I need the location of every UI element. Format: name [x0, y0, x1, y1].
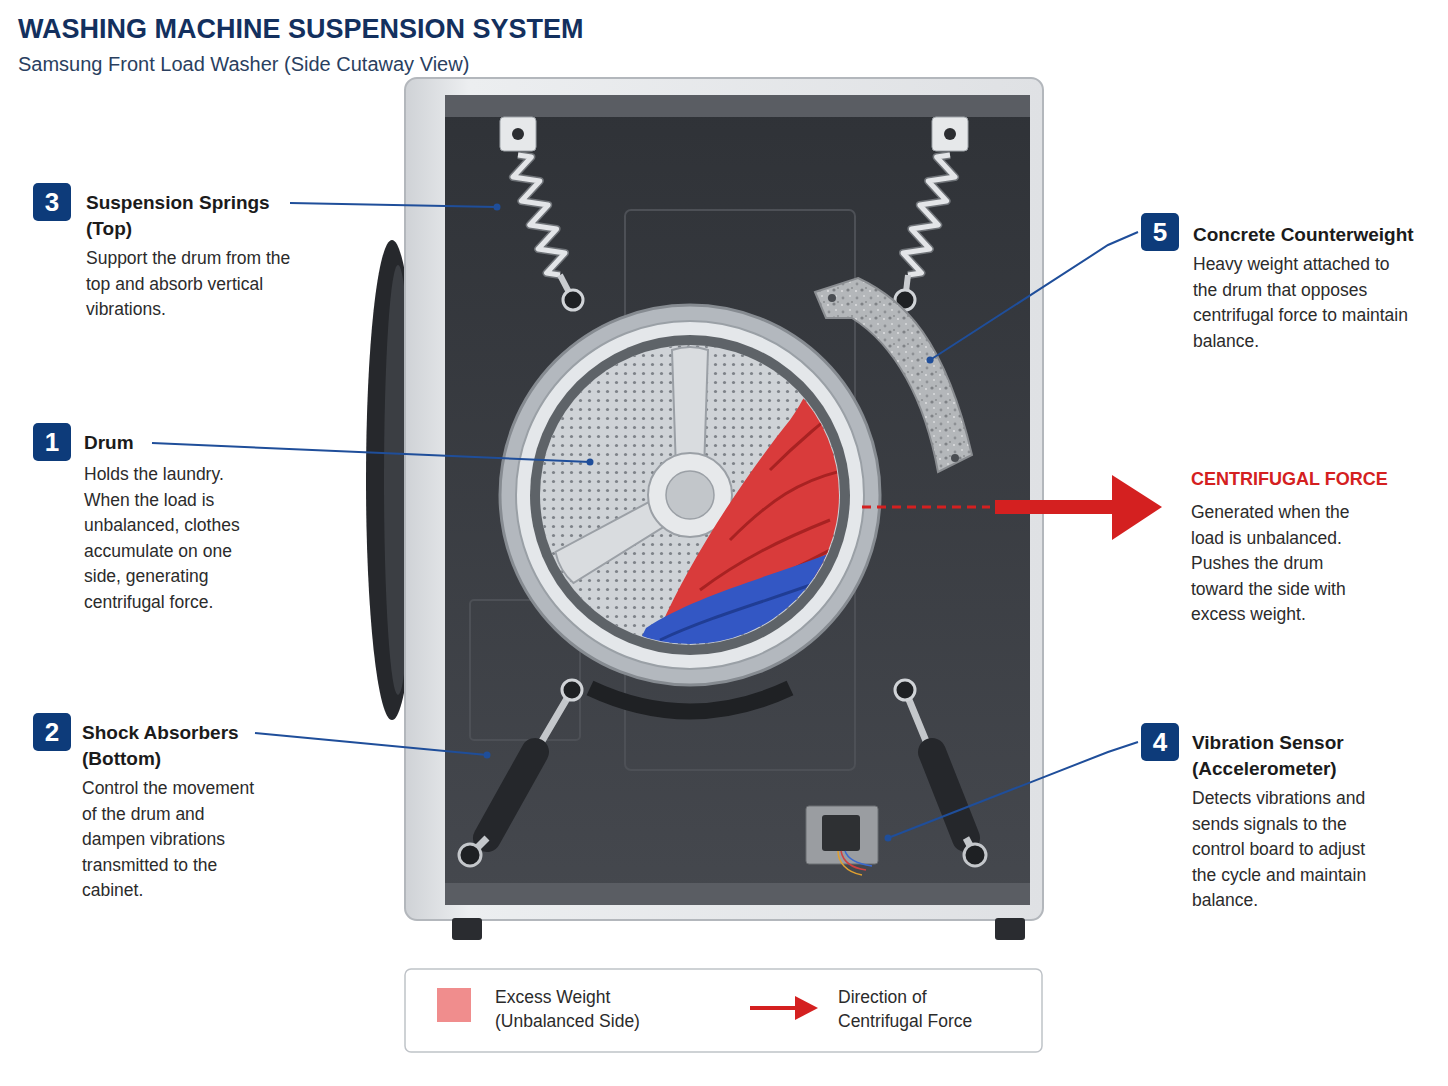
spring-shadow: [903, 155, 955, 275]
legend-frame: [405, 969, 1042, 1052]
callout-badge: 3: [33, 183, 71, 221]
part-heading: Suspension Springs (Top): [86, 190, 286, 242]
legend-entry: Excess Weight (Unbalanced Side): [495, 985, 670, 1033]
legend-text: Excess Weight (Unbalanced Side): [495, 985, 670, 1033]
legend-text: Direction of Centrifugal Force: [838, 985, 1003, 1033]
label-block: Suspension Springs (Top): [86, 190, 286, 242]
top-frame: [445, 95, 1030, 117]
concrete-counterweight: [815, 278, 972, 472]
callout-number: 1: [45, 427, 59, 457]
suspension-spring: [903, 155, 955, 275]
leader-line: [152, 443, 590, 462]
subtitle: Samsung Front Load Washer (Side Cutaway …: [18, 51, 469, 77]
callout-number: 4: [1153, 727, 1167, 757]
part-heading: Vibration Sensor (Accelerometer): [1192, 730, 1392, 782]
damper-eye: [459, 844, 481, 866]
laundry: [610, 350, 862, 700]
legend-entry: Direction of Centrifugal Force: [838, 985, 1003, 1033]
spring-shadow: [513, 155, 565, 275]
shock-absorber: [932, 752, 966, 838]
leader-lines: [152, 203, 1138, 838]
tub: [500, 305, 880, 685]
leader-dot: [587, 459, 594, 466]
bottom-frame: [445, 883, 1030, 905]
laundry-fold: [660, 570, 850, 660]
bolt: [951, 454, 959, 462]
spoke: [672, 347, 708, 470]
vibration-sensor: [822, 815, 860, 851]
part-description: Holds the laundry. When the load is unba…: [84, 462, 269, 615]
legend-arrow-line: [750, 1006, 798, 1010]
leader-line: [290, 203, 497, 207]
callout-badge: 5: [1141, 213, 1179, 251]
mount-hole: [944, 128, 956, 140]
force-description: Generated when the load is unbalanced. P…: [1191, 500, 1373, 628]
callout-badge: 2: [33, 713, 71, 751]
shock-absorber: [487, 752, 535, 838]
spring-mount: [932, 117, 968, 151]
cabinet-cavity: [445, 95, 1030, 905]
part-description: Heavy weight attached to the drum that o…: [1193, 252, 1415, 354]
part-description: Support the drum from the top and absorb…: [86, 246, 301, 323]
force-dashed-line: [862, 506, 990, 509]
callout-number: 3: [45, 187, 59, 217]
suspension-spring: [513, 155, 565, 275]
part-heading: Shock Absorbers (Bottom): [82, 720, 262, 772]
part-description: Detects vibrations and sends signals to …: [1192, 786, 1387, 914]
callout-number: 2: [45, 717, 59, 747]
sensor-wire: [838, 851, 862, 875]
force-arrow: [995, 475, 1162, 540]
leader-line: [930, 232, 1138, 360]
callout-badge: 4: [1141, 723, 1179, 761]
part-description: Control the movement of the drum and dam…: [82, 776, 272, 904]
leader-line: [888, 742, 1138, 838]
damper-eye: [562, 680, 582, 700]
label-block: Holds the laundry. When the load is unba…: [84, 462, 269, 615]
label-block: Concrete Counterweight: [1193, 222, 1438, 248]
hose: [590, 688, 790, 712]
sensor-wire: [845, 851, 872, 866]
label-block: Vibration Sensor (Accelerometer): [1192, 730, 1392, 782]
cabinet: [405, 78, 1043, 920]
callout-badge: 1: [33, 423, 71, 461]
label-block: Control the movement of the drum and dam…: [82, 776, 272, 904]
title: WASHING MACHINE SUSPENSION SYSTEM: [18, 13, 584, 45]
leader-dot: [484, 752, 491, 759]
damper-eye: [895, 680, 915, 700]
spring-mount: [500, 117, 536, 151]
label-block: Generated when the load is unbalanced. P…: [1191, 500, 1373, 628]
part-heading: Drum: [84, 430, 204, 456]
label-block: CENTRIFUGAL FORCE: [1191, 467, 1421, 491]
mount-hole: [512, 128, 524, 140]
label-block: Heavy weight attached to the drum that o…: [1193, 252, 1415, 354]
spring-eye: [563, 290, 583, 310]
damper-eye: [964, 844, 986, 866]
leader-dot: [494, 204, 501, 211]
label-block: Support the drum from the top and absorb…: [86, 246, 301, 323]
label-block: Detects vibrations and sends signals to …: [1192, 786, 1387, 914]
leader-dot: [927, 357, 934, 364]
title-block: WASHING MACHINE SUSPENSION SYSTEM: [18, 13, 584, 45]
legend-arrow-head: [795, 996, 818, 1020]
hub-center: [666, 471, 714, 519]
force-heading: CENTRIFUGAL FORCE: [1191, 467, 1421, 491]
subtitle-block: Samsung Front Load Washer (Side Cutaway …: [18, 51, 469, 77]
legend-swatch: [437, 988, 471, 1022]
leader-dot: [885, 835, 892, 842]
foot: [995, 918, 1025, 940]
label-block: Drum: [84, 430, 204, 456]
foot: [452, 918, 482, 940]
laundry-blue: [610, 540, 862, 700]
part-heading: Concrete Counterweight: [1193, 222, 1438, 248]
callout-number: 5: [1153, 217, 1167, 247]
leader-line: [255, 733, 487, 755]
label-block: Shock Absorbers (Bottom): [82, 720, 262, 772]
bolt: [828, 294, 836, 302]
